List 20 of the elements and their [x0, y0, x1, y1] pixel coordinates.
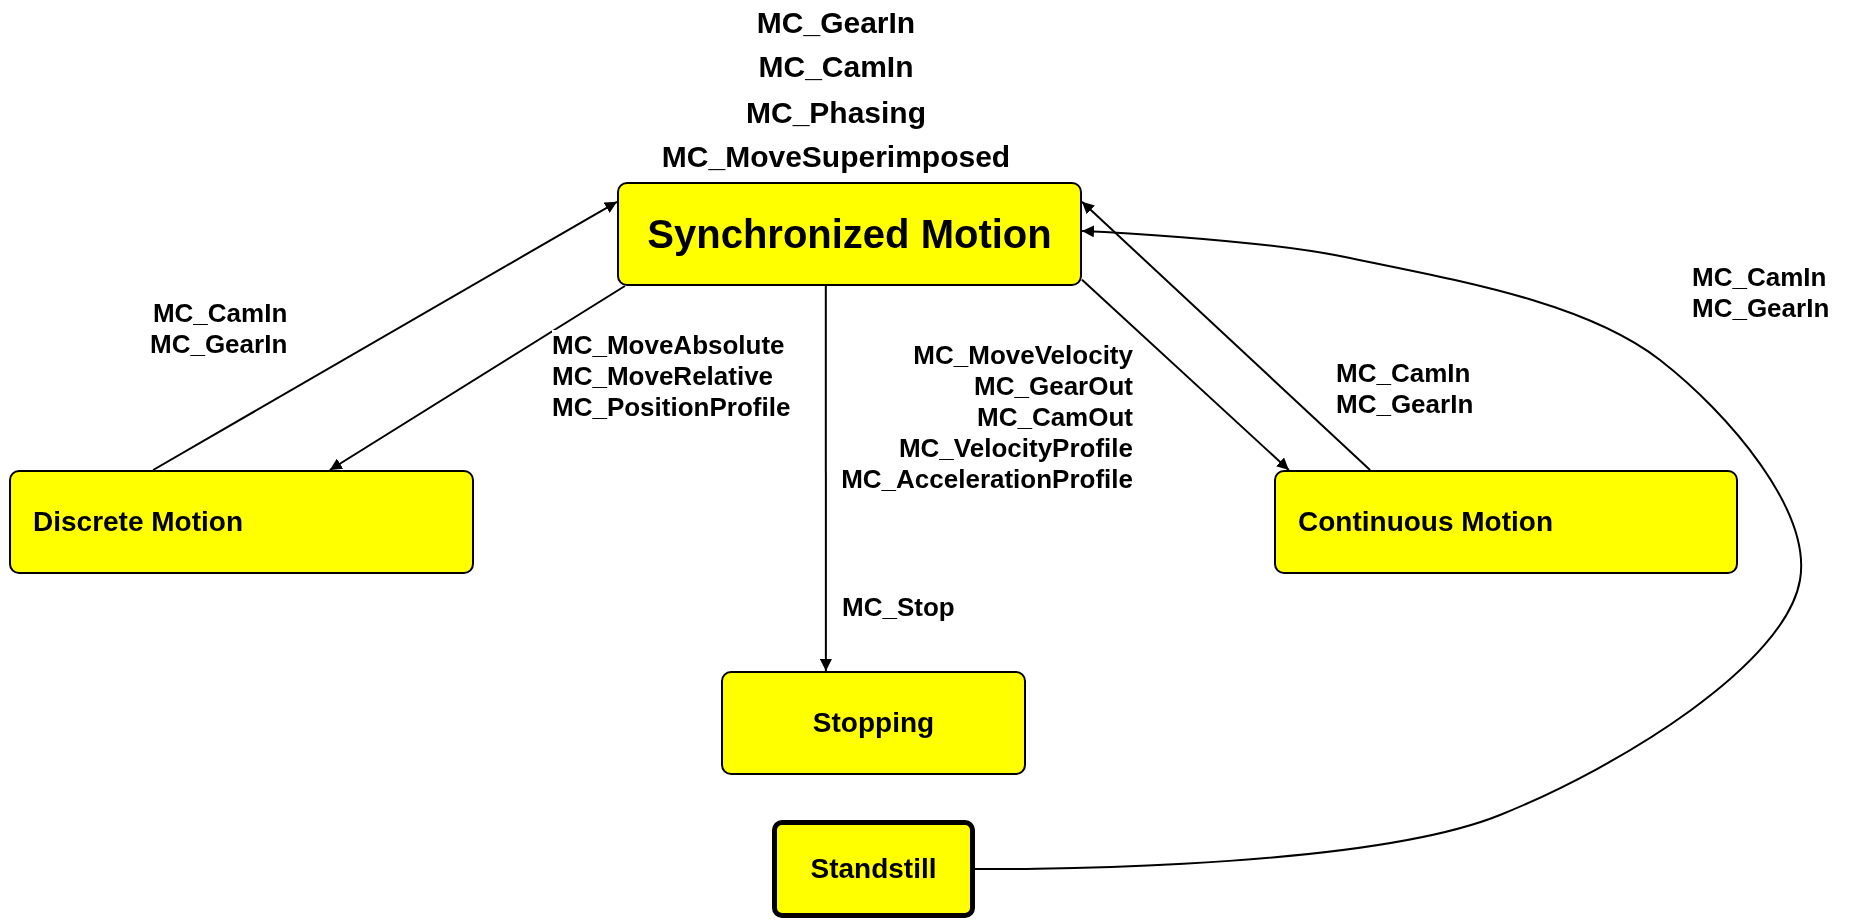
transition-arrow — [328, 285, 626, 471]
transition-arrow — [819, 285, 832, 672]
state-box — [772, 820, 975, 918]
transition-label: MC_MoveSuperimposed — [661, 142, 1011, 172]
transition-label: MC_GearIn — [756, 8, 916, 38]
transition-label: MC_Phasing — [746, 98, 926, 128]
transition-arrow — [974, 225, 1803, 871]
state-box — [721, 671, 1026, 775]
state-box — [9, 470, 474, 574]
state-name: Stopping — [812, 707, 935, 739]
transition-arrow — [1081, 278, 1290, 471]
state-box — [1274, 470, 1738, 574]
transition-label: MC_CamIn — [758, 52, 914, 82]
state-name: Standstill — [810, 853, 937, 885]
state-name: Discrete Motion — [33, 506, 244, 538]
state-name: Synchronized Motion — [647, 211, 1052, 257]
state-name: Continuous Motion — [1298, 506, 1554, 538]
transition-arrow — [1081, 200, 1372, 471]
transition-arrow — [152, 200, 618, 471]
state-box — [617, 182, 1082, 286]
